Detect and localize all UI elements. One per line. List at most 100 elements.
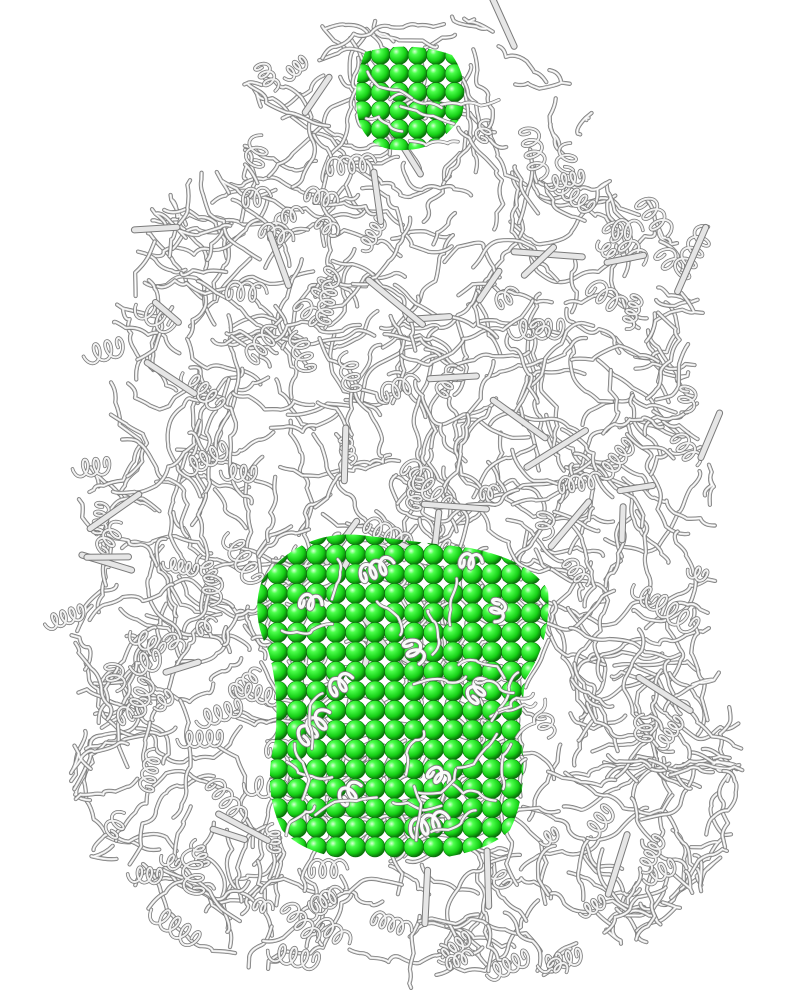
ribbon-coil xyxy=(212,375,271,447)
green-sphere xyxy=(345,583,366,604)
ribbon-coil xyxy=(603,886,667,934)
green-sphere xyxy=(384,700,405,721)
ribbon-coil xyxy=(214,488,247,529)
foreground-coil xyxy=(474,679,515,695)
ribbon-coil xyxy=(632,530,697,622)
ribbon-coil xyxy=(180,269,227,276)
ribbon-coil xyxy=(155,538,177,617)
ribbon-helix xyxy=(126,866,163,885)
ribbon-coil xyxy=(266,476,277,542)
ribbon-coil xyxy=(332,260,416,352)
bottom-sphere-cluster xyxy=(257,534,549,858)
ribbon-coil xyxy=(382,334,451,352)
ribbon-helix xyxy=(314,216,340,236)
green-sphere xyxy=(306,817,327,838)
ribbon-coil xyxy=(264,228,309,269)
ribbon-helix xyxy=(283,55,308,82)
green-sphere xyxy=(442,602,464,624)
ribbon-helix xyxy=(176,729,224,749)
ribbon-coil xyxy=(569,712,626,730)
green-sphere xyxy=(442,700,464,721)
green-sphere xyxy=(325,817,347,838)
green-sphere xyxy=(520,641,542,663)
green-sphere xyxy=(462,622,483,643)
green-sphere xyxy=(286,680,308,702)
green-sphere xyxy=(267,641,288,663)
ribbon-coil xyxy=(390,315,405,404)
ribbon-coil xyxy=(442,918,542,958)
ribbon-helix xyxy=(205,779,248,822)
ribbon-coil xyxy=(163,869,215,890)
foreground-coil xyxy=(449,782,497,802)
ribbon-coil xyxy=(211,190,294,216)
green-sphere xyxy=(384,739,405,760)
ribbon-helix xyxy=(281,205,304,224)
green-sphere xyxy=(423,680,444,702)
ribbon-coil xyxy=(167,578,234,608)
green-sphere xyxy=(384,719,405,741)
ribbon-helix xyxy=(485,949,530,981)
ribbon-coil xyxy=(75,778,138,800)
ribbon-coil xyxy=(645,292,704,343)
foreground-coil xyxy=(413,785,423,842)
foreground-coil xyxy=(293,742,311,801)
ribbon-coil xyxy=(580,391,635,427)
green-sphere xyxy=(325,641,347,663)
ribbon-coil xyxy=(547,771,616,787)
ribbon-coil xyxy=(136,726,242,763)
ribbon-helix xyxy=(474,119,492,144)
ribbon-helix xyxy=(153,689,174,712)
ribbon-coil xyxy=(157,279,260,295)
ribbon-helix xyxy=(266,944,321,971)
ribbon-coil xyxy=(321,57,360,182)
green-sphere xyxy=(325,836,347,858)
ribbon-coil xyxy=(524,639,550,688)
ribbon-coil xyxy=(314,473,347,508)
ribbon-helix xyxy=(539,827,559,847)
foreground-coil xyxy=(389,92,443,109)
ribbon-strand xyxy=(267,231,291,288)
green-sphere xyxy=(444,82,465,102)
green-sphere xyxy=(306,836,327,858)
ribbon-coil xyxy=(170,194,208,270)
ribbon-coil xyxy=(445,77,480,181)
ribbon-helix xyxy=(479,484,501,501)
ribbon-coil xyxy=(550,892,622,945)
green-sphere xyxy=(325,739,347,760)
green-sphere xyxy=(403,544,425,565)
ribbon-coil xyxy=(655,286,699,307)
ribbon-coil xyxy=(514,69,571,90)
green-sphere xyxy=(462,758,483,780)
ribbon-strand xyxy=(152,300,181,325)
ribbon-coil xyxy=(121,438,189,538)
ribbon-coil xyxy=(339,156,378,184)
ribbon-coil xyxy=(472,48,507,149)
ribbon-coil xyxy=(74,642,112,720)
ribbon-helix xyxy=(133,303,178,334)
ribbon-coil xyxy=(634,363,696,370)
ribbon-coil xyxy=(591,627,710,661)
ribbon-coil xyxy=(584,601,651,626)
ribbon-coil xyxy=(443,242,501,278)
ribbon-coil xyxy=(632,395,677,414)
ribbon-coil xyxy=(170,586,215,615)
ribbon-helix xyxy=(116,697,152,726)
ribbon-helix xyxy=(179,372,226,411)
ribbon-helix xyxy=(228,667,262,699)
green-sphere xyxy=(364,797,386,819)
ribbon-coil xyxy=(571,345,659,363)
green-sphere xyxy=(423,836,444,858)
ribbon-helix xyxy=(640,834,665,874)
green-sphere xyxy=(462,602,483,624)
ribbon-coil xyxy=(121,535,212,554)
green-sphere xyxy=(501,563,522,585)
green-sphere xyxy=(501,641,522,663)
green-sphere xyxy=(481,817,503,838)
green-sphere xyxy=(540,680,549,702)
ribbon-helix xyxy=(71,456,111,478)
foreground-helix xyxy=(358,555,396,584)
foreground-coil xyxy=(500,743,513,790)
ribbon-coil xyxy=(504,912,541,972)
ribbon-strand xyxy=(87,491,142,532)
